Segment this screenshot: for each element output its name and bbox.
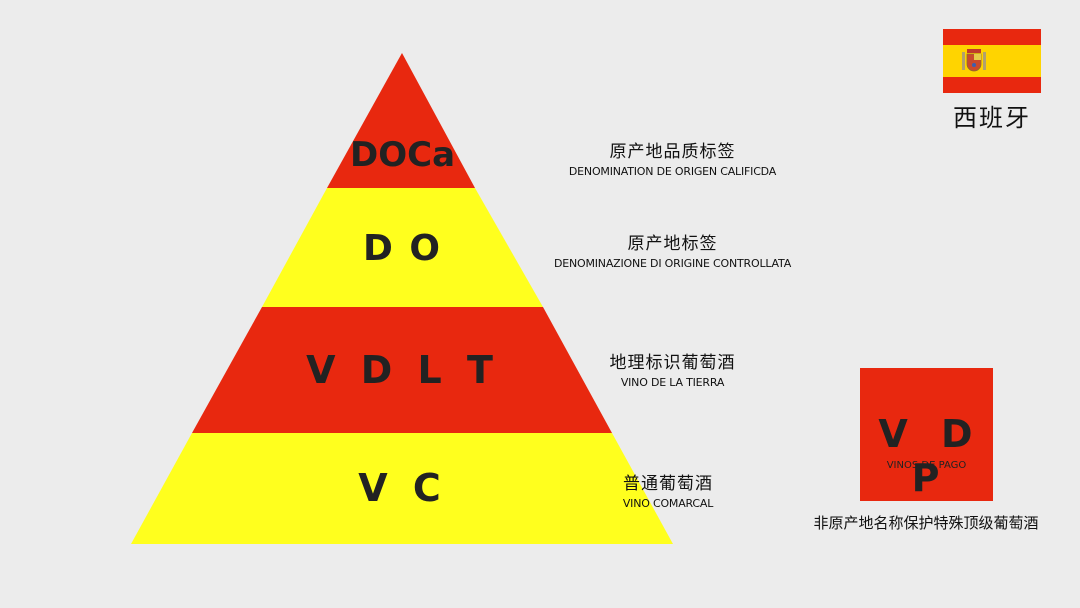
vdp-subtitle: VINOS DE PAGO — [886, 460, 967, 471]
tier-vc-band — [131, 433, 673, 544]
tier-vdlt-band — [192, 307, 612, 433]
tier-doca-en: DENOMINATION DE ORIGEN CALIFICDA — [568, 165, 777, 178]
tier-do-description: 原产地标签 DENOMINAZIONE DI ORIGINE CONTROLLA… — [535, 229, 810, 270]
tier-do-en: DENOMINAZIONE DI ORIGINE CONTROLLATA — [553, 257, 792, 270]
tier-doca-label: DOCa — [349, 135, 456, 175]
coat-of-arms-icon — [962, 49, 986, 72]
tier-do-cn: 原产地标签 — [627, 234, 718, 254]
tier-vc-en: VINO COMARCAL — [622, 497, 714, 510]
tier-vdlt-en: VINO DE LA TIERRA — [620, 376, 725, 389]
vdp-title: V D P — [878, 412, 983, 500]
country-name: 西班牙 — [953, 104, 1031, 132]
tier-vc-description: 普通葡萄酒 VINO COMARCAL — [578, 469, 758, 510]
tier-doca-description: 原产地品质标签 DENOMINATION DE ORIGEN CALIFICDA — [540, 137, 805, 178]
tier-vc-label: V C — [358, 466, 447, 510]
tier-vdlt-label: V D L T — [306, 348, 499, 392]
spain-flag-icon — [943, 29, 1041, 93]
vdp-description: 非原产地名称保护特殊顶级葡萄酒 — [813, 514, 1039, 532]
tier-vdlt-cn: 地理标识葡萄酒 — [609, 353, 736, 373]
tier-doca-band — [327, 53, 475, 188]
vdp-box: V D P VINOS DE PAGO — [860, 368, 993, 501]
tier-do-band — [262, 188, 543, 307]
tier-vc-cn: 普通葡萄酒 — [623, 474, 713, 494]
tier-vdlt-description: 地理标识葡萄酒 VINO DE LA TIERRA — [560, 348, 785, 389]
tier-do-label: D O — [362, 228, 443, 269]
tier-doca-cn: 原产地品质标签 — [609, 142, 736, 162]
